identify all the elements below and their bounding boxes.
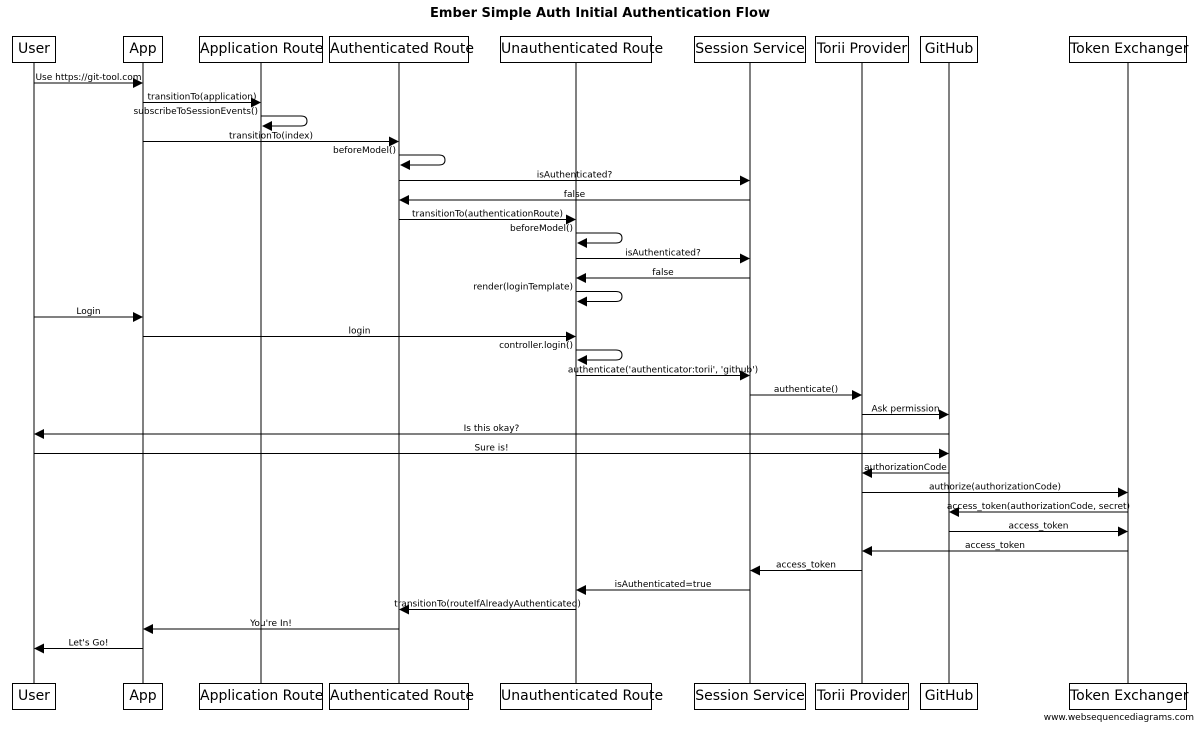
message-label: isAuthenticated? (537, 171, 613, 181)
message-label: transitionTo(application) (147, 93, 256, 103)
message-6: isAuthenticated? (399, 171, 750, 186)
participant-torii-bottom: Torii Provider (815, 683, 909, 710)
message-label: isAuthenticated=true (615, 580, 712, 590)
diagram-title: Ember Simple Auth Initial Authentication… (430, 6, 770, 21)
participant-authroute-bottom: Authenticated Route (329, 683, 474, 710)
message-26: access_token (750, 561, 862, 576)
message-9: beforeModel() (510, 224, 623, 248)
message-8: transitionTo(authenticationRoute) (399, 210, 576, 225)
message-arrow (576, 349, 623, 365)
message-22: authorize(authorizationCode) (862, 483, 1128, 498)
participant-github-top: GitHub (920, 36, 978, 63)
message-arrow (576, 232, 623, 248)
message-19: Is this okay? (34, 424, 949, 439)
message-label: false (564, 190, 586, 200)
message-label: subscribeToSessionEvents() (133, 107, 258, 117)
participant-unauthroute-bottom: Unauthenticated Route (500, 683, 663, 710)
message-label: access_token (776, 561, 836, 571)
participant-approute-bottom: Application Route (199, 683, 323, 710)
message-arrow (261, 115, 308, 131)
message-label: access_token(authorizationCode, secret) (947, 502, 1130, 512)
message-label: render(loginTemplate) (473, 283, 573, 293)
message-16: authenticate('authenticator:torii', 'git… (568, 366, 758, 381)
message-17: authenticate() (750, 385, 862, 400)
message-label: Let's Go! (68, 639, 108, 649)
message-30: Let's Go! (34, 639, 143, 654)
message-label: Ask permission (871, 405, 939, 415)
participant-app-bottom: App (123, 683, 163, 710)
message-label: Use https://git-tool.com (35, 73, 141, 83)
message-12: render(loginTemplate) (473, 283, 623, 307)
message-label: isAuthenticated? (625, 249, 701, 259)
message-label: authorize(authorizationCode) (929, 483, 1061, 493)
participant-torii-top: Torii Provider (815, 36, 909, 63)
participant-unauthroute-top: Unauthenticated Route (500, 36, 663, 63)
message-label: false (652, 268, 674, 278)
participant-user-top: User (12, 36, 56, 63)
message-label: access_token (965, 541, 1025, 551)
message-label: transitionTo(authenticationRoute) (412, 210, 563, 220)
message-21: authorizationCode (862, 463, 949, 478)
message-10: isAuthenticated? (576, 249, 750, 264)
message-label: authenticate() (774, 385, 838, 395)
message-29: You're In! (143, 619, 399, 634)
message-13: Login (34, 307, 143, 322)
message-5: beforeModel() (333, 146, 446, 170)
message-14: login (143, 327, 576, 342)
message-20: Sure is! (34, 444, 949, 459)
message-4: transitionTo(index) (143, 132, 399, 147)
message-label: authorizationCode (864, 463, 947, 473)
message-27: isAuthenticated=true (576, 580, 750, 595)
message-label: access_token (1009, 522, 1069, 532)
participant-app-top: App (123, 36, 163, 63)
participant-user-bottom: User (12, 683, 56, 710)
message-arrow (576, 291, 623, 307)
message-label: beforeModel() (510, 224, 573, 234)
watermark: www.websequencediagrams.com (1043, 713, 1194, 723)
message-23: access_token(authorizationCode, secret) (947, 502, 1130, 517)
message-label: Login (76, 307, 100, 317)
message-7: false (399, 190, 750, 205)
message-2: transitionTo(application) (143, 93, 261, 108)
message-label: You're In! (249, 619, 292, 629)
message-label: authenticate('authenticator:torii', 'git… (568, 366, 758, 376)
participant-token-bottom: Token Exchanger (1069, 683, 1188, 710)
participant-github-bottom: GitHub (920, 683, 978, 710)
message-label: transitionTo(index) (229, 132, 313, 142)
message-3: subscribeToSessionEvents() (133, 107, 308, 131)
message-label: Is this okay? (464, 424, 520, 434)
message-24: access_token (949, 522, 1128, 537)
message-label: login (349, 327, 371, 337)
message-25: access_token (862, 541, 1128, 556)
participant-authroute-top: Authenticated Route (329, 36, 474, 63)
participant-session-top: Session Service (694, 36, 806, 63)
message-arrow (399, 154, 446, 170)
participant-token-top: Token Exchanger (1069, 36, 1188, 63)
participant-approute-top: Application Route (199, 36, 323, 63)
message-28: transitionTo(routeIfAlreadyAuthenticated… (394, 600, 581, 615)
message-label: beforeModel() (333, 146, 396, 156)
participant-session-bottom: Session Service (694, 683, 806, 710)
message-label: Sure is! (474, 444, 508, 454)
message-label: transitionTo(routeIfAlreadyAuthenticated… (394, 600, 581, 610)
message-label: controller.login() (499, 341, 573, 351)
message-18: Ask permission (862, 405, 949, 420)
message-11: false (576, 268, 750, 283)
message-15: controller.login() (499, 341, 623, 365)
message-1: Use https://git-tool.com (34, 73, 143, 88)
